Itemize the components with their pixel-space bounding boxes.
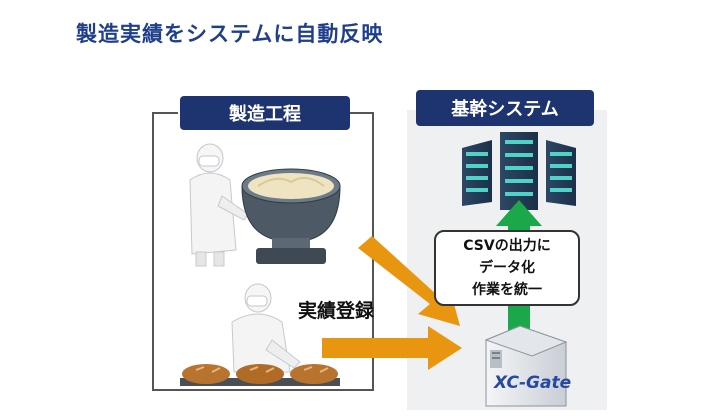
- left-panel-border-top-b: [350, 112, 374, 114]
- page-title: 製造実績をシステムに自動反映: [76, 22, 384, 46]
- worker-icon: [231, 283, 301, 373]
- server-tower-icon: [484, 325, 568, 407]
- process-label: 製造工程: [180, 96, 350, 130]
- mixer-bowl-icon: [241, 168, 341, 264]
- callout-line: CSVの出力に: [463, 238, 551, 254]
- server-rack-icon: [462, 140, 492, 206]
- bread-tray-icon: [180, 364, 340, 386]
- callout-line: データ化: [479, 260, 535, 276]
- left-panel-border-top-a: [152, 112, 178, 114]
- data-flow-arrow-icon: [322, 326, 462, 370]
- xc-gate-logo: XC-Gate: [493, 373, 571, 393]
- server-rack-icon: [546, 140, 576, 206]
- csv-callout: CSVの出力に データ化 作業を統一: [434, 230, 580, 306]
- worker-icon: [189, 143, 249, 267]
- left-panel-border-left: [152, 112, 154, 390]
- core-system-label: 基幹システム: [416, 90, 594, 126]
- server-rack-icon: [500, 132, 538, 210]
- left-panel-border-bottom: [152, 389, 374, 391]
- callout-line: 作業を統一: [472, 282, 542, 298]
- data-flow-arrow-icon: [358, 236, 460, 326]
- record-entry-label: 実績登録: [298, 300, 375, 322]
